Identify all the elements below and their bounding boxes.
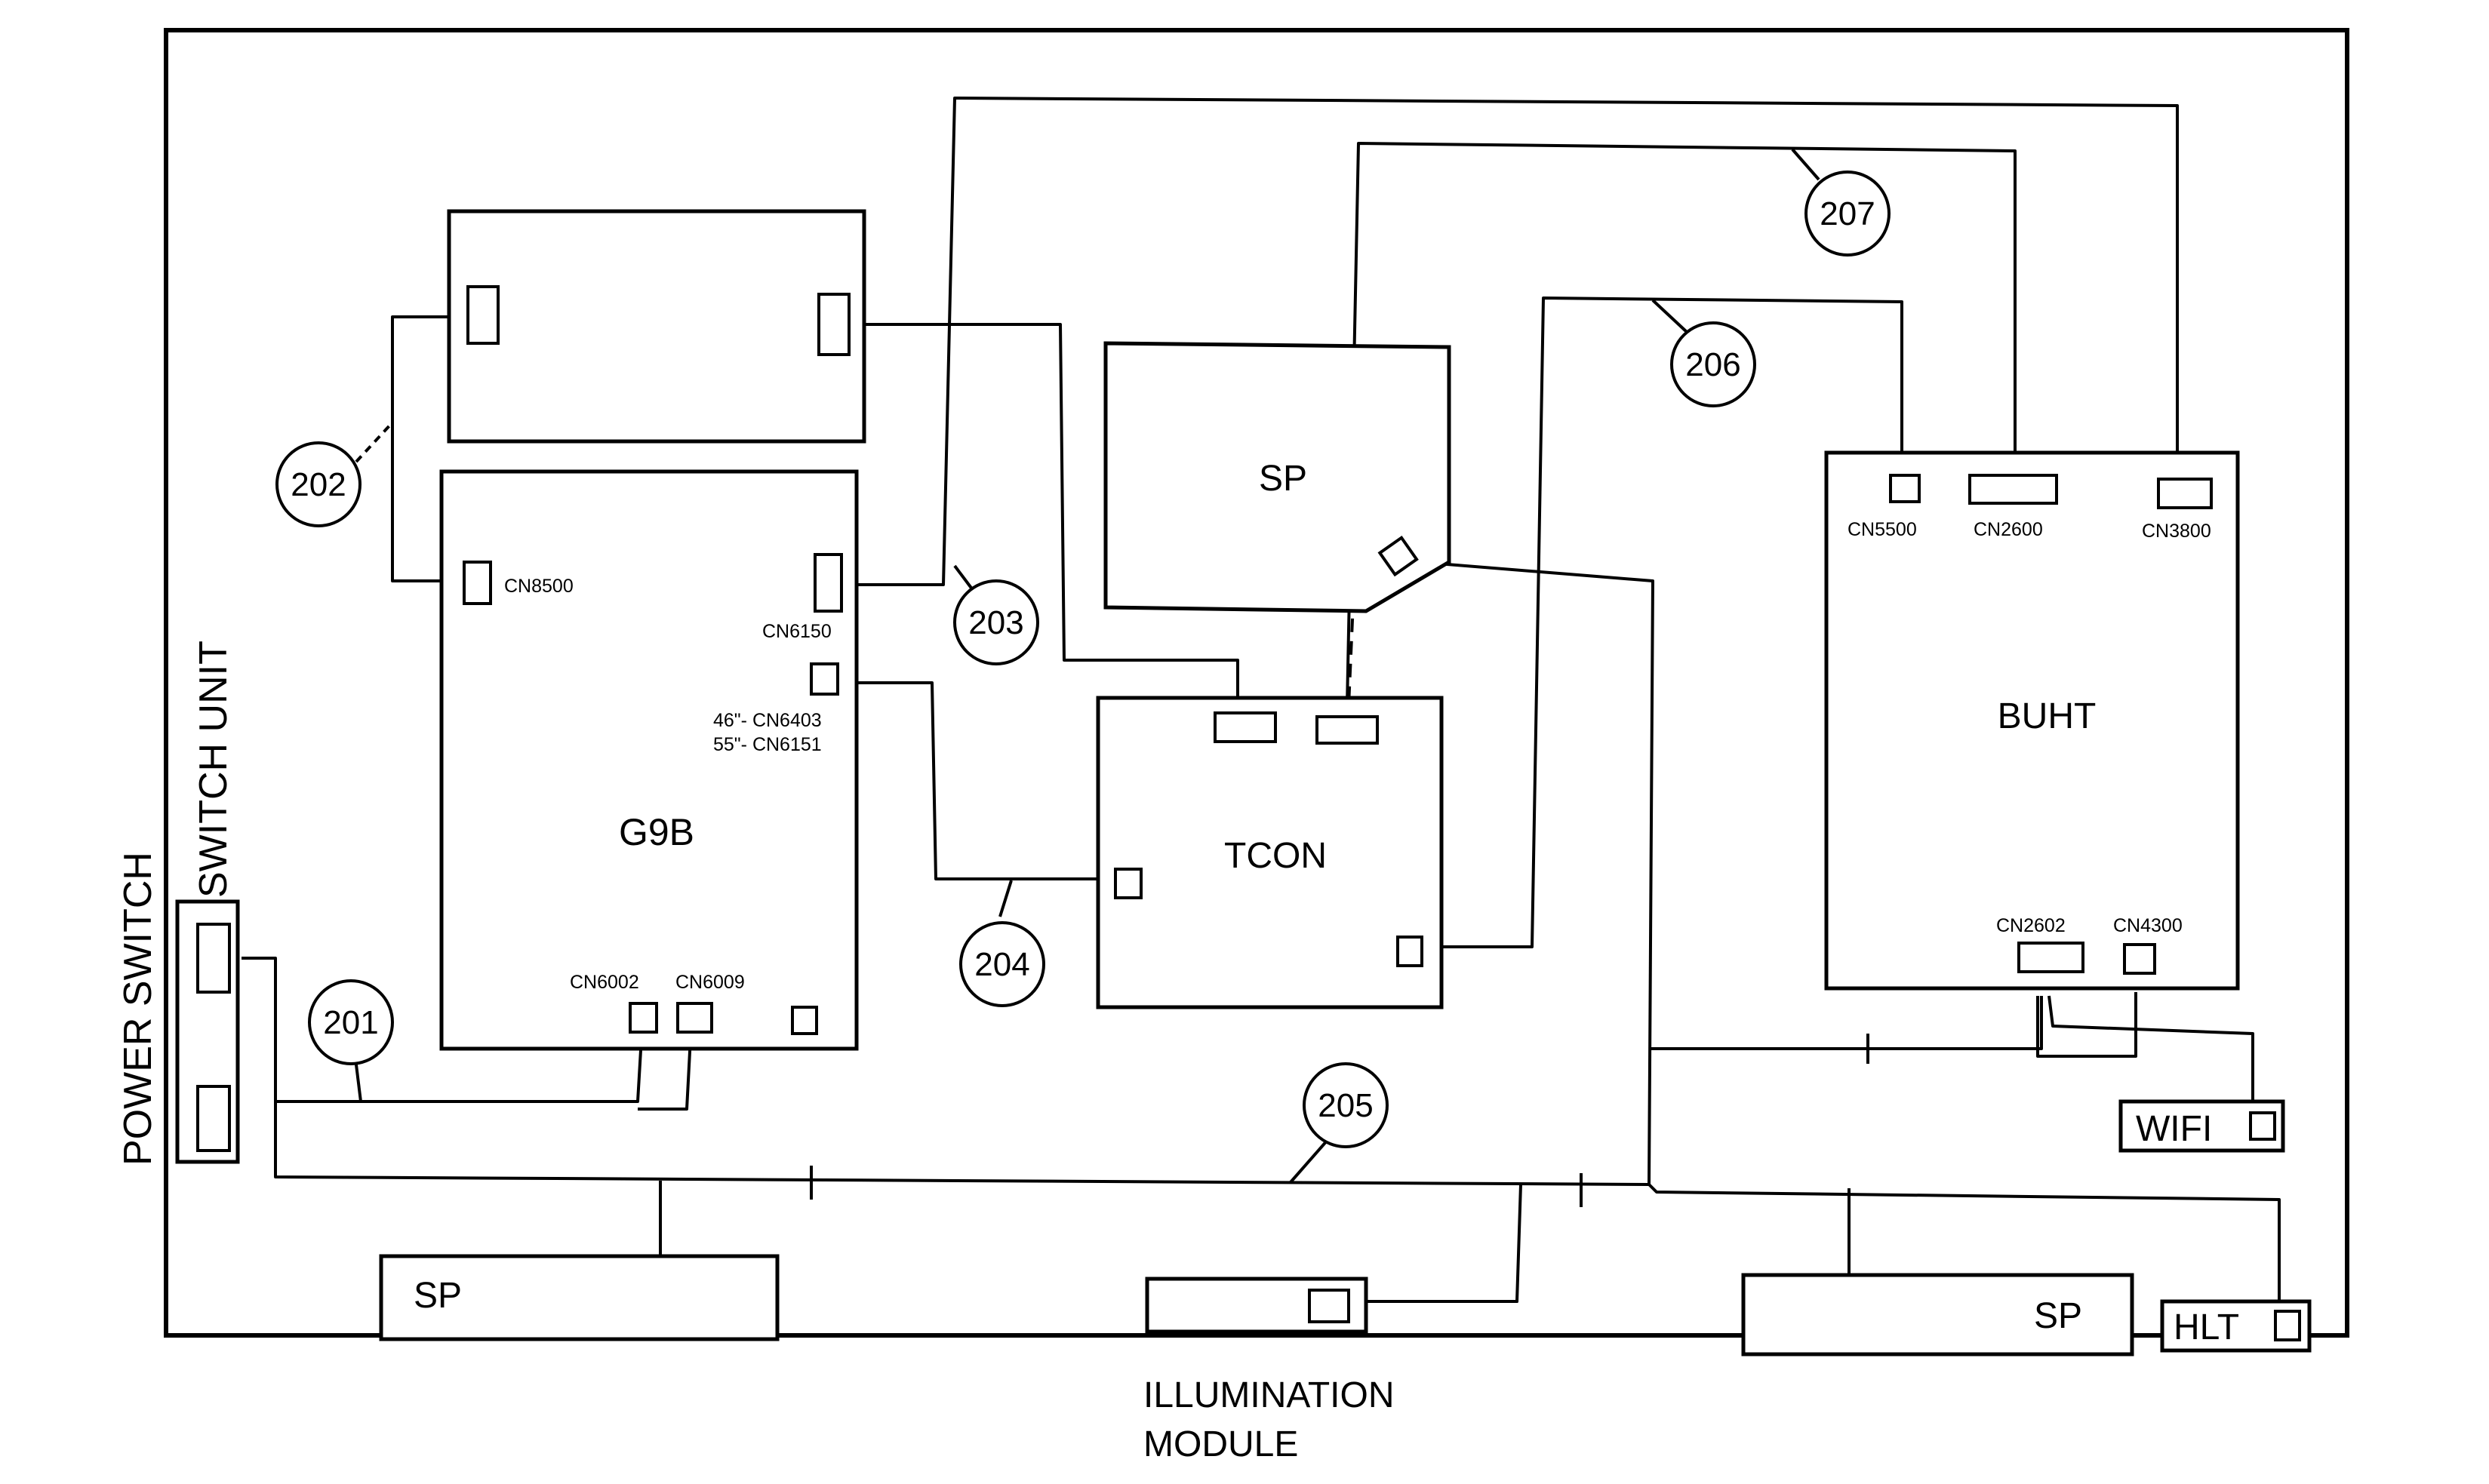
callout-205: 205: [1303, 1062, 1389, 1148]
callout-203: 203: [953, 579, 1039, 665]
svg-text:205: 205: [1318, 1087, 1373, 1124]
illumination-label-line1: ILLUMINATION: [1143, 1375, 1394, 1415]
wire-206: [1400, 296, 1903, 948]
cn6009-label: CN6009: [675, 972, 745, 993]
power-switch-label: POWER SWITCH: [116, 852, 160, 1166]
cn6151-label: 55"- CN6151: [713, 734, 822, 755]
callout-202: 202: [275, 441, 362, 527]
cn2600-label: CN2600: [1974, 519, 2043, 540]
top-unnamed-board: [447, 209, 866, 444]
tcon-board: TCON: [1096, 696, 1444, 1009]
tcon-label: TCON: [1224, 836, 1327, 876]
cn6002-label: CN6002: [570, 972, 639, 993]
cn8500-label: CN8500: [504, 576, 574, 597]
svg-text:201: 201: [323, 1004, 378, 1041]
callout-201: 201: [308, 979, 394, 1065]
sp-center-board: SP: [1103, 341, 1451, 613]
buht-label: BUHT: [1998, 696, 2097, 736]
wire-205: [242, 561, 2281, 1313]
wire-202: [355, 315, 475, 582]
cn3800-label: CN3800: [2142, 521, 2211, 542]
cn6403-label: 46"- CN6403: [713, 710, 822, 731]
svg-text:207: 207: [1820, 195, 1875, 232]
svg-text:204: 204: [974, 946, 1029, 983]
svg-text:206: 206: [1685, 346, 1740, 383]
sp-center-label: SP: [1259, 459, 1307, 499]
buht-board: CN5500 CN2600 CN3800 BUHT CN2602 CN4300: [1824, 450, 2240, 991]
sp-bottom-left-label: SP: [414, 1276, 462, 1316]
hlt-module: HLT: [2160, 1299, 2312, 1353]
callout-206: 206: [1670, 321, 1756, 407]
cn5500-label: CN5500: [1848, 519, 1917, 540]
svg-text:202: 202: [291, 466, 346, 503]
illumination-module: ILLUMINATION MODULE: [1143, 1277, 1394, 1464]
switch-unit: [175, 899, 240, 1164]
cn6150-label: CN6150: [762, 621, 832, 642]
sp-bottom-right-board: SP: [1741, 1273, 2134, 1356]
svg-text:203: 203: [968, 604, 1023, 641]
hlt-label: HLT: [2174, 1307, 2239, 1347]
illumination-label-line2: MODULE: [1143, 1424, 1298, 1464]
cn4300-label: CN4300: [2113, 915, 2183, 936]
wifi-label: WIFI: [2136, 1109, 2212, 1149]
g9b-label: G9B: [619, 811, 694, 853]
chassis-frame: [164, 28, 2349, 1338]
callout-204: 204: [959, 921, 1045, 1007]
wire-tcon-link: [857, 323, 1239, 705]
g9b-board: CN8500 CN6150 46"- CN6403 55"- CN6151 G9…: [439, 469, 859, 1051]
switch-unit-label: SWITCH UNIT: [192, 641, 235, 898]
callout-207: 207: [1804, 171, 1891, 257]
wifi-module: WIFI: [2118, 1099, 2285, 1153]
sp-bottom-left-board: SP: [379, 1254, 780, 1341]
sp-bottom-right-label: SP: [2034, 1296, 2082, 1336]
wire-204: [838, 681, 1113, 917]
cn2602-label: CN2602: [1996, 915, 2066, 936]
